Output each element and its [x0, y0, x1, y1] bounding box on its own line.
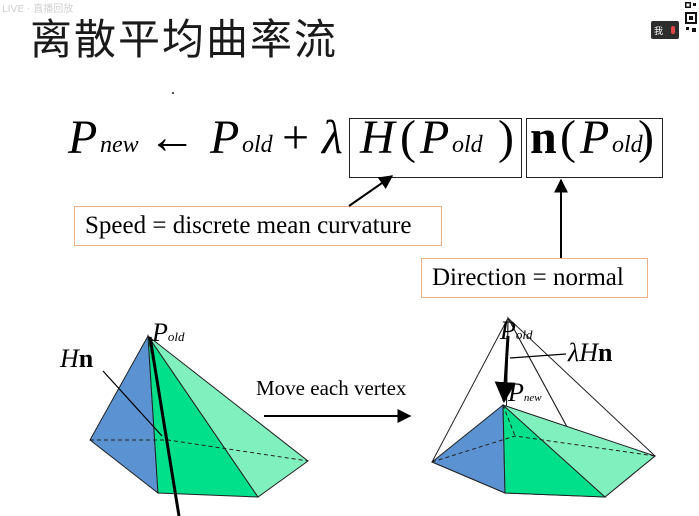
- formula-rparen-2: ): [638, 111, 654, 164]
- speed-callout-arrow: [348, 175, 394, 207]
- formula-sub-old: old: [242, 132, 273, 158]
- formula-lparen-2: (: [560, 111, 576, 164]
- left-normal-arrow: [148, 336, 181, 516]
- speed-callout-text: Speed = discrete mean curvature: [85, 212, 412, 239]
- formula-lparen-1: (: [400, 111, 416, 164]
- right-pyramid: [431, 316, 657, 498]
- qr-code-icon[interactable]: [683, 0, 699, 38]
- formula-p-old: P: [210, 111, 240, 164]
- left-pyramid: [89, 334, 309, 516]
- formula-plus: +: [282, 111, 310, 164]
- formula-arrow: ←: [148, 111, 196, 164]
- left-blue-face: [89, 334, 159, 495]
- formula-p-new: P: [68, 111, 98, 164]
- badge-label: 我: [654, 26, 664, 37]
- formula-sub-old-3: old: [612, 132, 643, 158]
- right-p-old-label: Pold: [500, 316, 533, 345]
- hn-leader-line: [102, 370, 163, 437]
- stray-dot: [172, 92, 174, 94]
- formula-p-old-2: P: [420, 111, 450, 164]
- move-each-vertex-label: Move each vertex: [256, 376, 407, 400]
- formula-lambda: λ: [322, 111, 343, 164]
- formula-h: H: [360, 111, 395, 164]
- microphone-icon: [671, 26, 675, 34]
- right-blue-face: [431, 403, 506, 494]
- direction-callout-text: Direction = normal: [432, 264, 624, 291]
- formula-sub-new: new: [100, 132, 139, 158]
- recording-badge[interactable]: 我: [651, 21, 679, 39]
- formula-p-old-3: P: [580, 111, 610, 164]
- direction-callout: Direction = normal: [421, 258, 648, 298]
- watermark: LIVE · 直播回放: [2, 4, 74, 15]
- direction-term-box: [526, 118, 663, 178]
- speed-term-box: [349, 118, 522, 178]
- slide-title: 离散平均曲率流: [30, 15, 339, 64]
- hn-label: Hn: [60, 344, 94, 373]
- formula-n: n: [530, 111, 557, 164]
- left-p-old-label: Pold: [152, 318, 185, 347]
- right-light-face: [502, 404, 657, 498]
- speed-callout: Speed = discrete mean curvature: [74, 206, 442, 246]
- right-p-new-label: Pnew: [508, 378, 542, 407]
- lambda-hn-label: λHn: [568, 338, 613, 367]
- formula-sub-old-2: old: [452, 132, 483, 158]
- right-normal-arrow: [494, 335, 516, 404]
- lambda-hn-leader-line: [509, 353, 567, 359]
- formula-rparen-1: ): [498, 111, 514, 164]
- left-light-face: [147, 335, 309, 498]
